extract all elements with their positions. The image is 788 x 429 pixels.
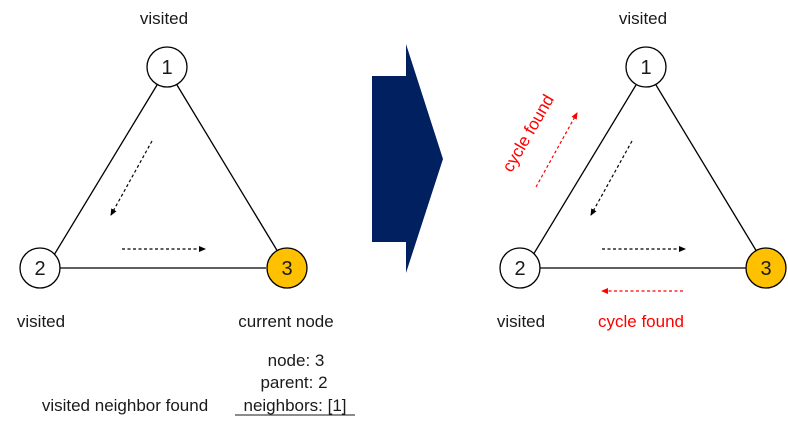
right-node-1-circle (625, 46, 667, 88)
right-node-2: 2 (499, 247, 541, 289)
node-3: 3 (266, 247, 308, 289)
node-3-circle-current (266, 247, 308, 289)
right-node-3-circle-current (745, 247, 787, 289)
left-graph: 1 2 3 visited visited current node node:… (17, 9, 355, 416)
right-graph: 1 2 3 visited visited cycle found cycle … (497, 9, 787, 331)
node-info: node: 3 parent: 2 visited neighbor found… (42, 351, 355, 416)
right-node-2-label: 2 (514, 258, 525, 280)
node-3-status: current node (238, 312, 333, 331)
right-node-3-label: 3 (760, 258, 771, 280)
node-1-circle (146, 46, 188, 88)
cycle-found-bottom-label: cycle found (598, 312, 684, 331)
node-3-label: 3 (281, 258, 292, 280)
info-neighbors: neighbors: [1] (243, 396, 346, 415)
node-2-label: 2 (34, 258, 45, 280)
edge-1-3 (176, 84, 279, 253)
node-2: 2 (19, 247, 61, 289)
right-node-1: 1 (625, 46, 667, 88)
node-1: 1 (146, 46, 188, 88)
right-node-1-label: 1 (640, 57, 651, 79)
traversal-arrow-1-to-2 (110, 140, 153, 216)
info-parent: parent: 2 (260, 373, 327, 392)
transition-arrow (372, 44, 443, 273)
node-1-label: 1 (161, 57, 172, 79)
visited-neighbor-found-label: visited neighbor found (42, 396, 208, 415)
right-edge-1-3 (655, 84, 758, 253)
right-traversal-arrow-1-to-2 (590, 140, 633, 216)
node-2-status: visited (17, 312, 65, 331)
right-edge-1-2 (529, 84, 637, 261)
right-node-1-status: visited (619, 9, 667, 28)
info-node: node: 3 (268, 351, 325, 370)
right-node-3: 3 (745, 247, 787, 289)
right-node-2-circle (499, 247, 541, 289)
node-1-status: visited (140, 9, 188, 28)
right-node-2-status: visited (497, 312, 545, 331)
node-2-circle (19, 247, 61, 289)
edge-1-2 (50, 84, 158, 261)
